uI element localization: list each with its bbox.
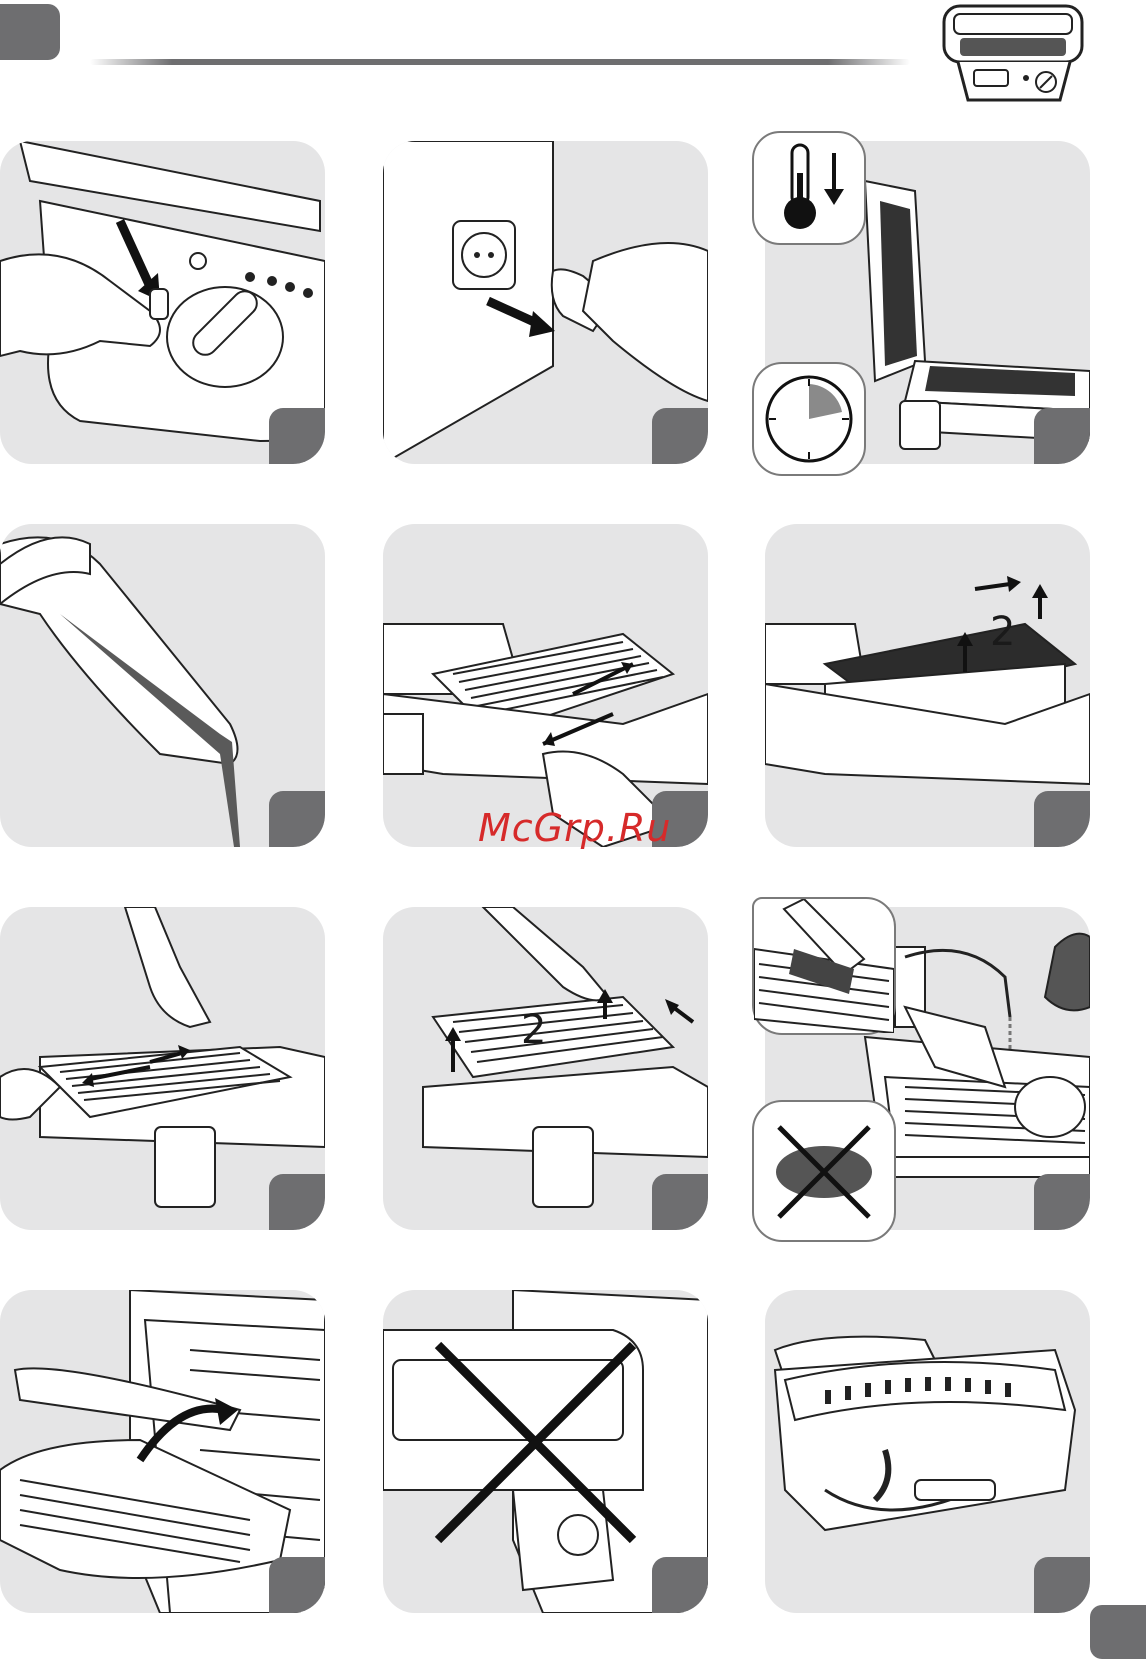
step-remove-lower-plate xyxy=(0,907,325,1230)
thermometer-bubble xyxy=(752,131,866,245)
header-divider xyxy=(90,59,910,65)
step-slide-plate xyxy=(383,524,708,847)
no-scouring-pad-bubble xyxy=(752,1100,896,1242)
step-sub-number: 2 xyxy=(521,1007,546,1053)
step-sub-number: 2 xyxy=(990,609,1015,655)
timer-icon xyxy=(754,364,864,474)
step-remove-plug xyxy=(383,141,708,464)
step-pour-fat xyxy=(0,524,325,847)
watermark-text: McGrp.Ru xyxy=(478,806,671,850)
step-storage xyxy=(765,1290,1090,1613)
grill-thumbnail-icon xyxy=(938,0,1088,108)
section-tab xyxy=(0,4,60,60)
step-unplug-switch xyxy=(0,141,325,464)
brush-bubble xyxy=(752,897,896,1035)
step-lift-lower-plate: 2 xyxy=(383,907,708,1230)
step-dishwasher xyxy=(0,1290,325,1613)
thermometer-down-icon xyxy=(754,133,864,243)
timer-bubble xyxy=(752,362,866,476)
step-no-dishwasher-body xyxy=(383,1290,708,1613)
no-scouring-pad-icon xyxy=(754,1102,894,1240)
brush-icon xyxy=(754,899,894,1033)
step-lift-plate: 2 xyxy=(765,524,1090,847)
page-number-tab xyxy=(1090,1605,1146,1659)
